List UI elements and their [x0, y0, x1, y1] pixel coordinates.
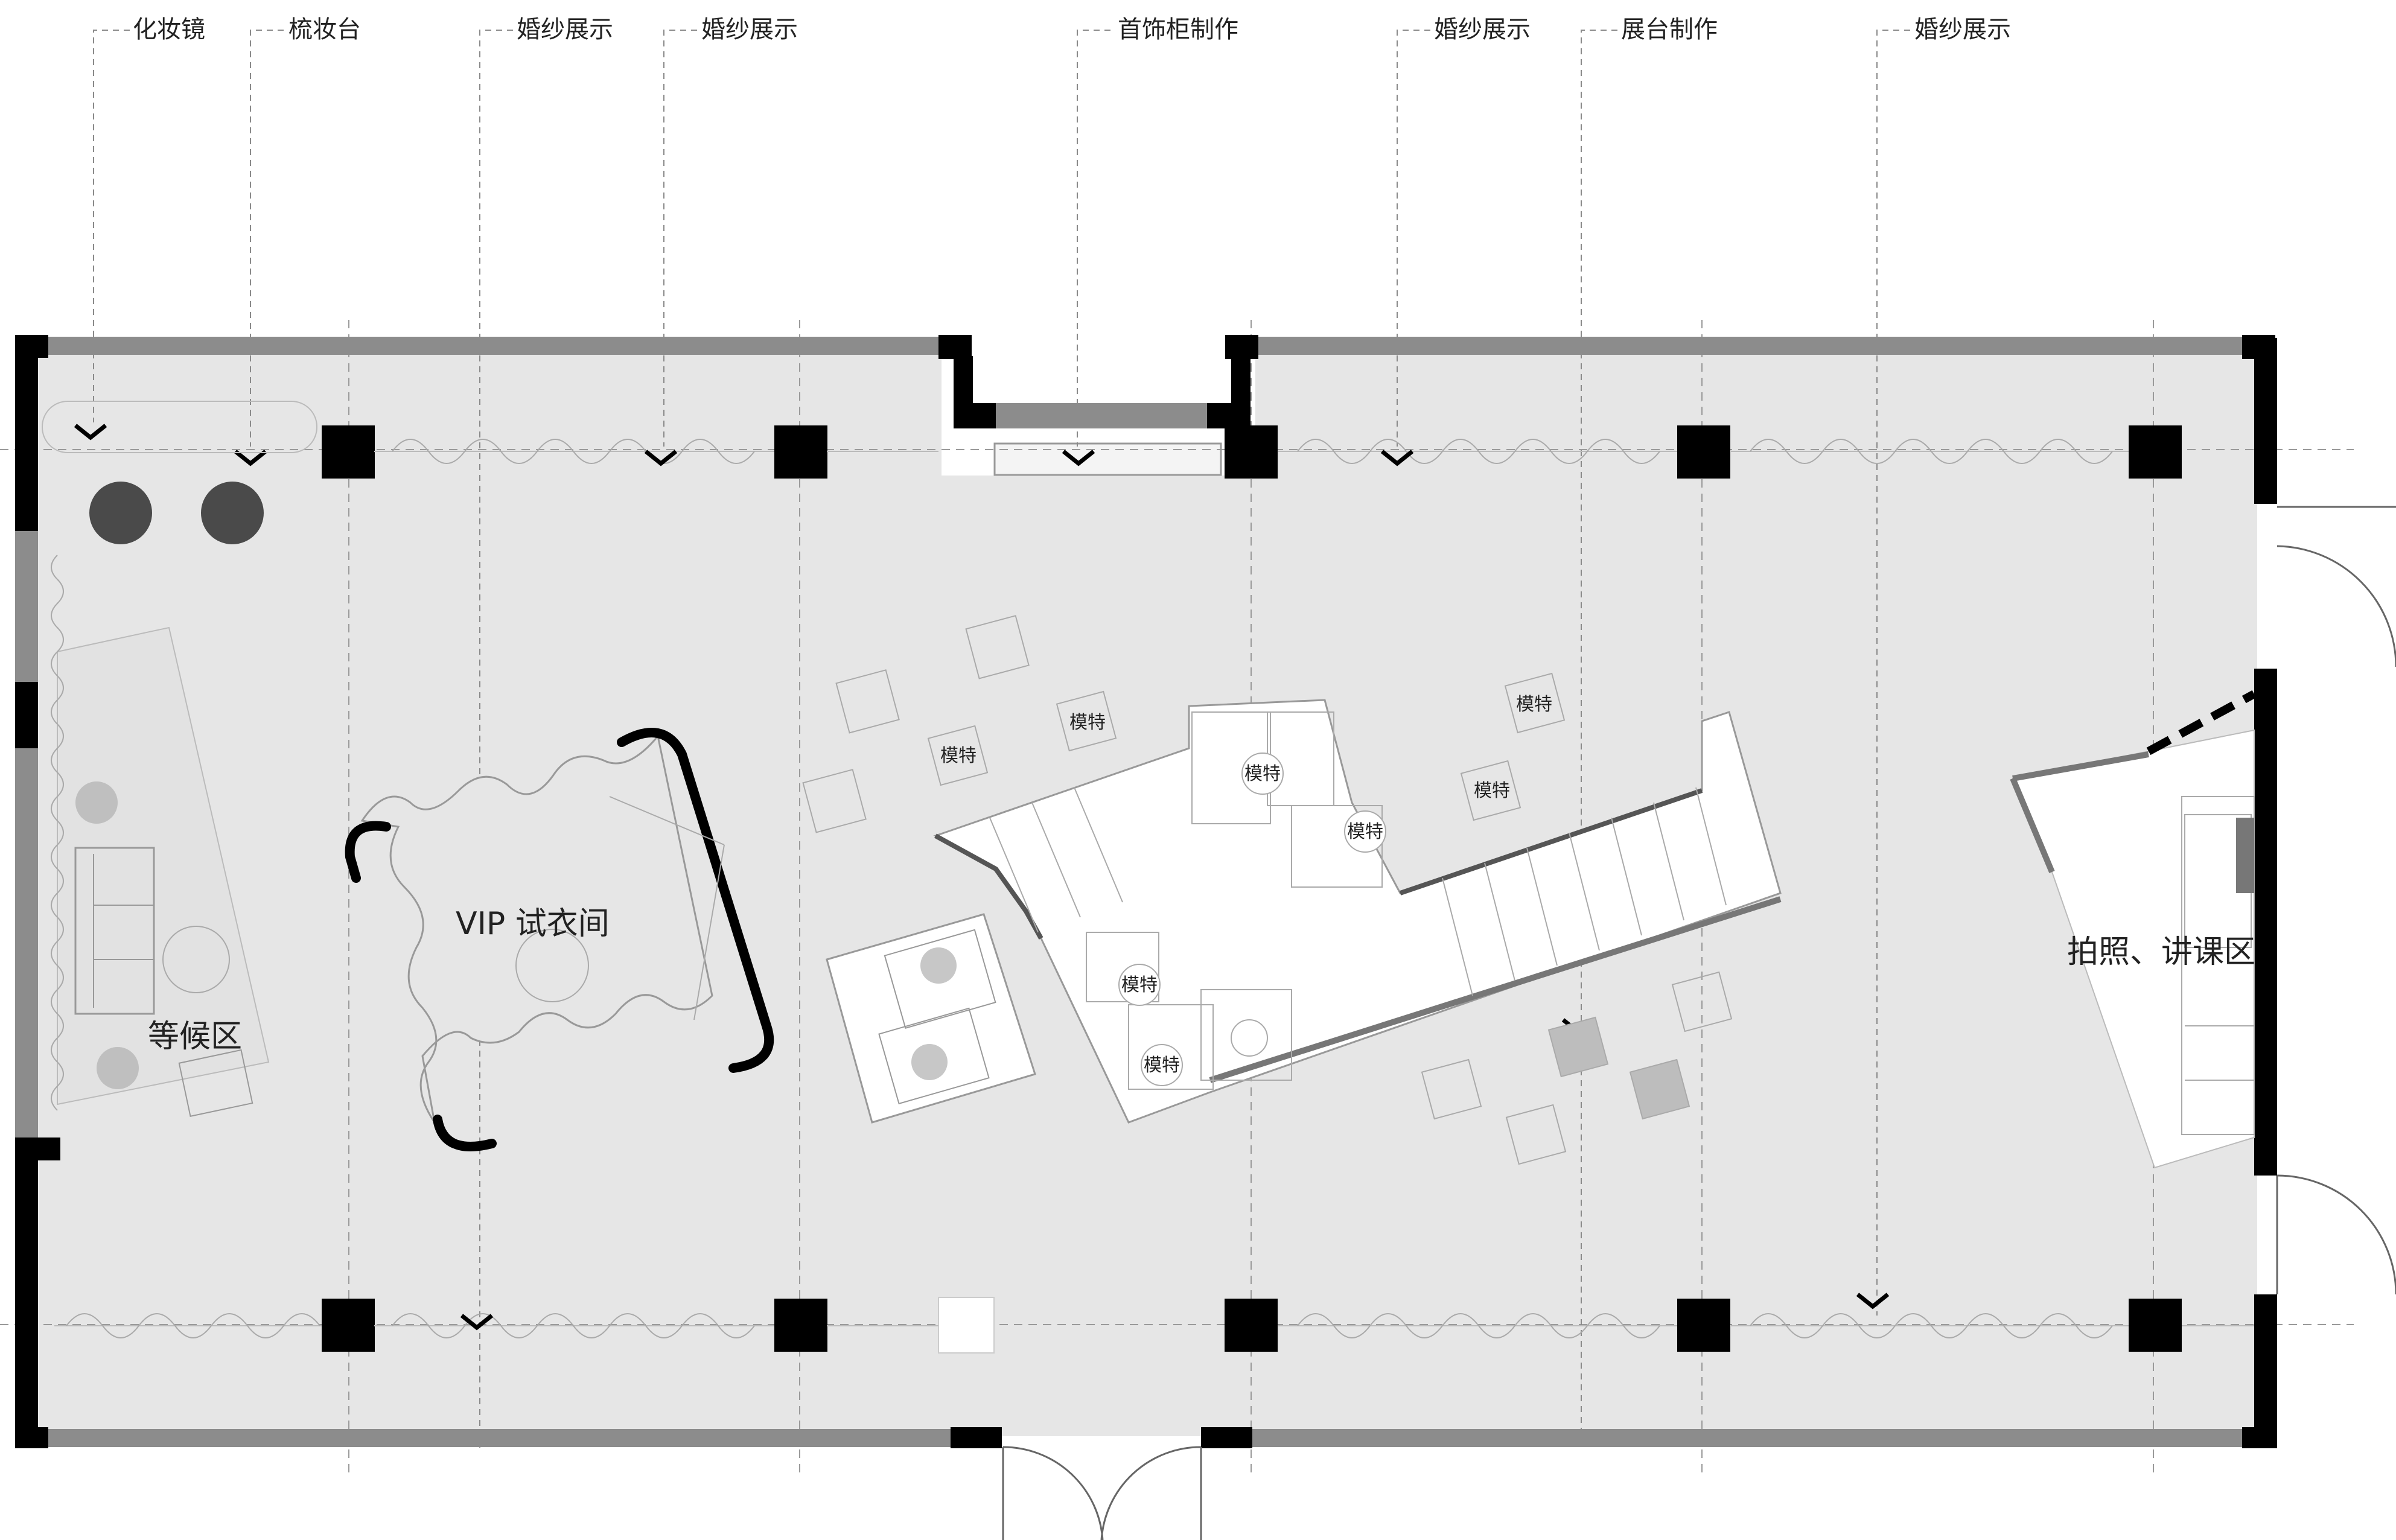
exterior-walls [15, 335, 2277, 1448]
plant [97, 1047, 139, 1089]
sofa [74, 847, 155, 1015]
callout-gown-display-2: 婚纱展示 [701, 16, 798, 43]
mannequin: 模特 [1241, 752, 1284, 795]
mannequins: 模特 模特 模特 模特 模特 模特 模特 模特 [927, 672, 1566, 1086]
callout-makeup-mirror: 化妆镜 [133, 16, 205, 43]
curtain [51, 555, 64, 1111]
area-label-vip: VIP 试衣间 [456, 906, 610, 942]
mannequin: 模特 [1056, 690, 1117, 752]
mannequin-label: 模特 [1244, 763, 1281, 784]
armchair [178, 1049, 253, 1118]
mannequin: 模特 [927, 725, 989, 786]
stool [201, 482, 264, 544]
mannequin-label: 模特 [940, 745, 977, 766]
doors [1002, 506, 2396, 1540]
vip-screen-right [617, 728, 774, 1073]
callout-labels: 化妆镜 梳妆台 婚纱展示 婚纱展示 首饰柜制作 婚纱展示 展台制作 婚纱展示 [133, 16, 2011, 43]
mannequin-label: 模特 [1474, 780, 1510, 801]
callout-jewelry-cabinet: 首饰柜制作 [1118, 16, 1238, 43]
mannequin: 模特 [1504, 672, 1566, 734]
mannequin-label: 模特 [1144, 1055, 1180, 1076]
area-label-photo: 拍照、讲课区 [2067, 934, 2255, 970]
mannequin-label: 模特 [1516, 694, 1552, 715]
plinths [802, 615, 1733, 1165]
coffee-table [162, 926, 230, 993]
vip-screen-left [345, 821, 391, 883]
mannequin: 模特 [1460, 760, 1521, 821]
vip-fitting-room [345, 728, 774, 1151]
photo-lecture-area [2010, 690, 2257, 1169]
mannequin-label: 模特 [1069, 712, 1106, 733]
grid-lines [0, 320, 2354, 1472]
mannequin: 模特 [1344, 810, 1386, 853]
central-stair [826, 699, 1782, 1124]
mannequin: 模特 [1118, 964, 1161, 1006]
mannequin: 模特 [1141, 1044, 1183, 1086]
vip-curtain [360, 734, 713, 1123]
plant [75, 781, 118, 824]
columns [322, 425, 2182, 1354]
callout-display-stand: 展台制作 [1621, 16, 1718, 43]
area-label-waiting: 等候区 [148, 1019, 242, 1055]
stool [89, 482, 152, 544]
dressing-table [42, 401, 317, 453]
alcove-counter [993, 442, 1222, 476]
callout-gown-display-1: 婚纱展示 [517, 16, 613, 43]
gown-rails [54, 439, 2254, 1338]
waiting-area [42, 401, 317, 1118]
callout-dressing-table: 梳妆台 [288, 16, 361, 43]
vip-screen-bottom [433, 1115, 497, 1151]
mannequin-label: 模特 [1347, 821, 1383, 842]
mannequin-label: 模特 [1121, 975, 1158, 996]
callout-gown-display-3: 婚纱展示 [1434, 16, 1531, 43]
callout-gown-display-4: 婚纱展示 [1914, 16, 2011, 43]
